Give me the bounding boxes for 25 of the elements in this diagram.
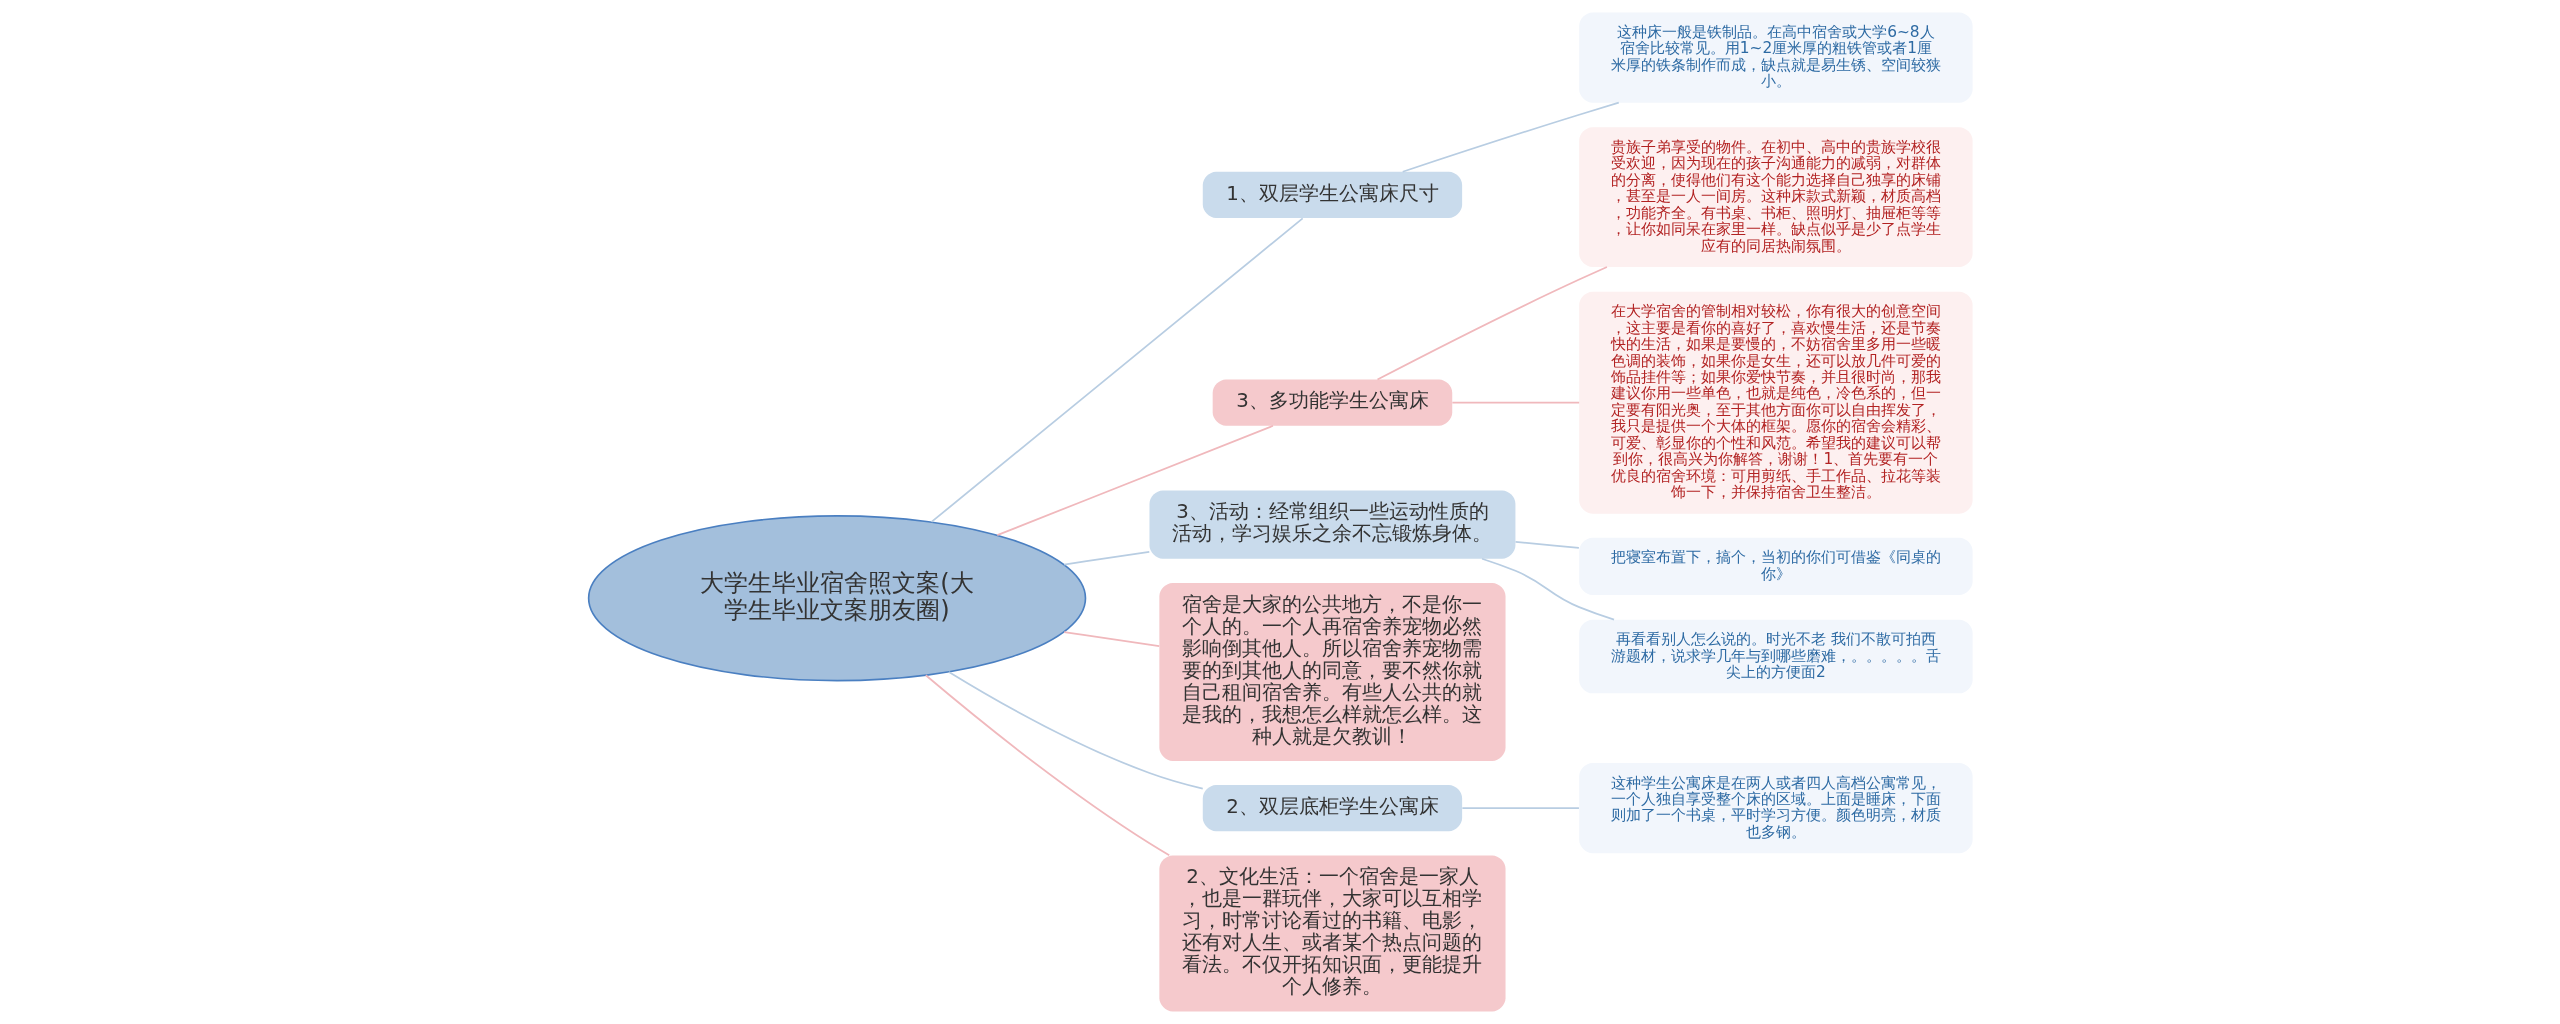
- node-box: 贵族子弟享受的物件。在初中、高中的贵族学校很受欢迎，因为现在的孩子沟通能力的减弱，对群体的分离，使得他们有这个能力选择自己独享的床铺，甚至是一人一间房。这种床款式新颖，材质高档，功能齐全。有书桌、书柜、照明灯、抽屉柜等等，让你如同呆在家里一样。缺点似乎是少了点学生应有的同居热闹氛围。: [1578, 127, 1973, 267]
- connector: [1401, 101, 1620, 173]
- connector: [995, 424, 1274, 537]
- connector: [1062, 550, 1150, 566]
- connector: [1451, 401, 1580, 404]
- node-box: 2、文化生活：一个宿舍是一家人，也是一群玩伴，大家可以互相学习，时常讨论看过的书籍、电影，还有对人生、或者某个热点问题的看法。不仅开拓知识面，更能提升个人修养。: [1158, 855, 1506, 1012]
- node-box: 3、活动：经常组织一些运动性质的活动，学习娱乐之余不忘锻炼身体。: [1149, 490, 1515, 559]
- connector: [1376, 266, 1608, 381]
- node-box: 宿舍是大家的公共地方，不是你一个人的。一个人再宿舍养宠物必然影响倒其他人。所以宿舍养宠物需要的到其他人的同意，要不然你就自己租间宿舍养。有些人公共的就是我的，我想怎么样就怎么样。这种人就是欠教训！: [1158, 582, 1506, 761]
- node-box: 这种床一般是铁制品。在高中宿舍或大学6~8人宿舍比较常见。用1~2厘米厚的粗铁管或者1厘米厚的铁条制作而成，缺点就是易生锈、空间较狭小。: [1578, 12, 1973, 103]
- node-box: 在大学宿舍的管制相对较松，你有很大的创意空间，这主要是看你的喜好了，喜欢慢生活，还是节奏快的生活，如果是要慢的，不妨宿舍里多用一些暖色调的装饰，如果你是女生，还可以放几件可爱的饰品挂件等；如果你爱快节奏，并且很时尚，那我建议你用一些单色，也就是纯色，冷色系的，但一定要有阳光奥，至于其他方面你可以自由挥发了，我只是提供一个大体的框架。愿你的宿舍会精彩、可爱、彰显你的个性和风范。希望我的建议可以帮到你，很高兴为你解答，谢谢！1、首先要有一个优良的宿舍环境：可用剪纸、手工作品、拉花等装饰一下，并保持宿舍卫生整洁。: [1578, 291, 1973, 514]
- node-box: 把寝室布置下，搞个，当初的你们可借鉴《同桌的你》: [1578, 537, 1973, 595]
- connector: [1480, 557, 1615, 621]
- connector: [930, 217, 1304, 523]
- connector: [924, 674, 1170, 857]
- node-box: 2、双层底柜学生公寓床: [1202, 785, 1462, 832]
- node-ellipse: 大学生毕业宿舍照文案(大学生毕业文案朋友圈): [587, 515, 1086, 682]
- node-box: 1、双层学生公寓床尺寸: [1202, 171, 1462, 219]
- node-box: 这种学生公寓床是在两人或者四人高档公寓常见，一个人独自享受整个床的区域。上面是睡床，下面则加了一个书桌，平时学习方便。颜色明亮，材质也多钢。: [1578, 763, 1973, 854]
- connector: [1460, 807, 1580, 810]
- node-box: 再看看别人怎么说的。时光不老 我们不散可拍西游题材，说求学几年与到哪些磨难，。。。。。舌尖上的方便面2: [1578, 619, 1973, 694]
- connector: [1062, 631, 1160, 648]
- node-box: 3、多功能学生公寓床: [1212, 379, 1452, 426]
- connector: [947, 671, 1204, 790]
- connector: [1514, 541, 1580, 549]
